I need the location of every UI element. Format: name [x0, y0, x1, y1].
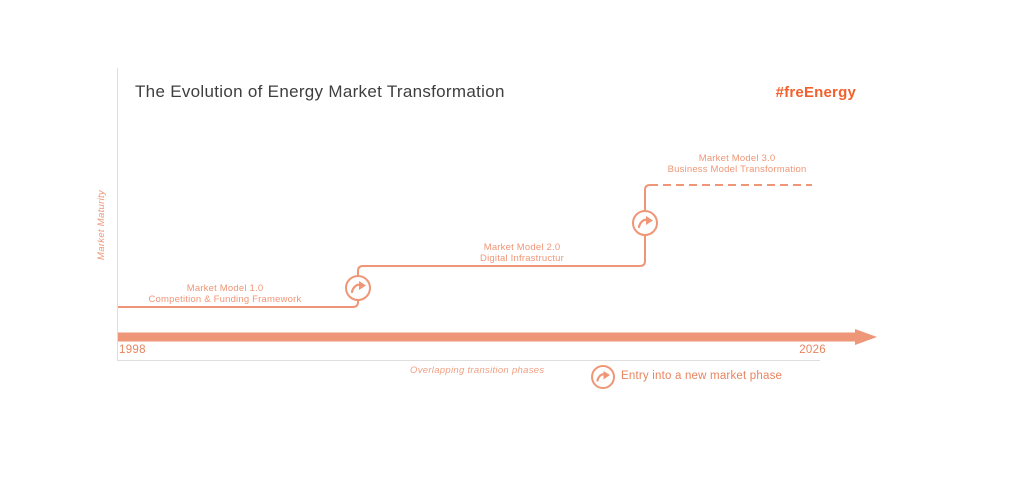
timeline-arrow	[118, 329, 877, 345]
phase3-desc: Business Model Transformation	[667, 164, 807, 175]
x-axis-baseline	[117, 360, 820, 361]
page-title: The Evolution of Energy Market Transform…	[135, 82, 505, 101]
phase2-label: Market Model 2.0 Digital Infrastructur	[392, 242, 652, 264]
phase3-label: Market Model 3.0 Business Model Transfor…	[607, 153, 867, 175]
phase2-name: Market Model 2.0	[483, 242, 561, 253]
phase3-name: Market Model 3.0	[698, 153, 776, 164]
phase1-desc: Competition & Funding Framework	[148, 294, 302, 305]
timeline-end-year: 2026	[799, 344, 826, 356]
legend-curved-arrow-circle-icon	[591, 365, 615, 389]
y-axis-line	[117, 68, 118, 360]
entry-legend-label: Entry into a new market phase	[621, 370, 783, 382]
timeline-start-year: 1998	[119, 344, 146, 356]
brand-hashtag: #freEnergy	[775, 84, 856, 101]
phase-step-line	[118, 184, 651, 308]
phase1-label: Market Model 1.0 Competition & Funding F…	[95, 283, 355, 305]
transition-node-2-curved-arrow-circle-icon	[632, 210, 658, 236]
phase1-name: Market Model 1.0	[186, 283, 264, 294]
overlap-transition-note: Overlapping transition phases	[410, 365, 545, 376]
transition-node-1-curved-arrow-circle-icon	[345, 275, 371, 301]
phase2-desc: Digital Infrastructur	[480, 253, 564, 264]
